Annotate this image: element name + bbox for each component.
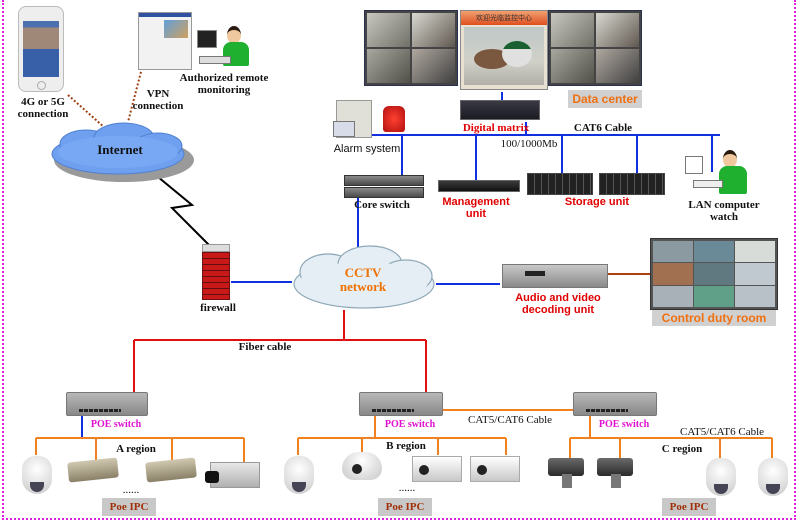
lan-watch-line2: watch — [709, 211, 739, 223]
poe-switch-c-icon — [573, 392, 657, 416]
phone-label-line1: 4G or 5G — [21, 96, 65, 108]
firewall-label: firewall — [200, 302, 236, 314]
storage-unit-label: Storage unit — [564, 196, 630, 208]
control-room-wall-icon — [650, 238, 778, 310]
remote-label-line2: monitoring — [197, 84, 251, 96]
internet-cloud-icon — [51, 122, 194, 182]
ptz-dome-camera-icon — [758, 458, 788, 496]
alarm-system-label: Alarm system — [333, 143, 401, 155]
vpn-link — [127, 67, 143, 123]
region-c-label: C region — [661, 443, 703, 455]
bullet-camera-ir-icon — [548, 458, 584, 488]
video-wall-right — [548, 10, 642, 86]
management-label-line2: unit — [465, 208, 487, 220]
wireless-link — [151, 171, 213, 249]
poe-switch-a-icon — [66, 392, 148, 416]
bullet-camera-icon — [412, 456, 462, 482]
poe-ipc-c-tag: Poe IPC — [662, 498, 716, 516]
remote-operator-icon — [195, 24, 255, 70]
cat6-cable-label: CAT6 Cable — [573, 122, 633, 134]
cctv-label-line2: network — [339, 279, 387, 294]
fiber-cable-label: Fiber cable — [238, 341, 292, 353]
remote-label-line1: Authorized remote — [179, 72, 269, 84]
poe-switch-c-label: POE switch — [598, 419, 650, 430]
video-wall-center: 欢迎光临监控中心 — [460, 10, 548, 90]
cat5-cat6-cable-c-label: CAT5/CAT6 Cable — [679, 426, 765, 438]
core-switch-label: Core switch — [354, 199, 410, 211]
digital-matrix-icon — [460, 100, 540, 120]
welcome-banner: 欢迎光临监控中心 — [461, 11, 547, 25]
ptz-dome-camera-icon — [706, 458, 736, 496]
region-b-label: B region — [386, 440, 426, 452]
phone-label-line2: connection — [17, 108, 69, 120]
box-camera-icon — [205, 462, 260, 488]
speed-label: 100/1000Mb — [500, 138, 558, 150]
lan-watch-line1: LAN computer — [688, 199, 760, 211]
vpn-label-line2: connection — [132, 100, 184, 112]
phone-link — [67, 94, 106, 129]
control-room-tag: Control duty room — [652, 310, 776, 326]
ptz-dome-camera-icon — [284, 456, 314, 494]
vpn-label-line1: VPN — [146, 88, 170, 100]
bullet-camera-icon — [470, 456, 520, 482]
alarm-siren-icon — [383, 106, 405, 132]
decoder-label-line1: Audio and video — [515, 292, 601, 304]
cctv-label-line1: CCTV — [344, 265, 382, 280]
vpn-window-icon — [138, 12, 192, 70]
cat5-cat6-cable-b-label: CAT5/CAT6 Cable — [467, 414, 553, 426]
management-unit-icon — [438, 180, 520, 192]
data-center-tag: Data center — [568, 90, 642, 108]
storage-unit-icon — [599, 173, 665, 195]
poe-switch-b-label: POE switch — [384, 419, 436, 430]
poe-switch-a-label: POE switch — [90, 419, 142, 430]
poe-switch-b-icon — [359, 392, 443, 416]
cctv-network-cloud-icon — [293, 245, 435, 309]
bullet-camera-ir-icon — [597, 458, 633, 488]
more-cameras-a: ...... — [122, 484, 140, 496]
digital-matrix-label: Digital matrix — [462, 122, 530, 134]
storage-unit-icon — [527, 173, 593, 195]
video-wall-left — [364, 10, 458, 86]
poe-ipc-b-tag: Poe IPC — [378, 498, 432, 516]
more-cameras-b: ...... — [398, 482, 416, 494]
region-a-label: A region — [116, 443, 156, 455]
smartphone-icon — [18, 6, 64, 92]
management-label-line1: Management — [442, 196, 510, 208]
decoder-label-line2: decoding unit — [521, 304, 595, 316]
poe-ipc-a-tag: Poe IPC — [102, 498, 156, 516]
decoder-unit-icon — [502, 264, 608, 288]
firewall-icon — [202, 244, 230, 300]
alarm-panel-icon — [333, 100, 372, 138]
core-switch-icon — [344, 175, 424, 198]
lan-operator-icon — [683, 150, 751, 196]
ptz-dome-camera-icon — [22, 456, 52, 494]
internet-label: Internet — [97, 142, 143, 157]
dome-camera-icon — [342, 452, 382, 480]
